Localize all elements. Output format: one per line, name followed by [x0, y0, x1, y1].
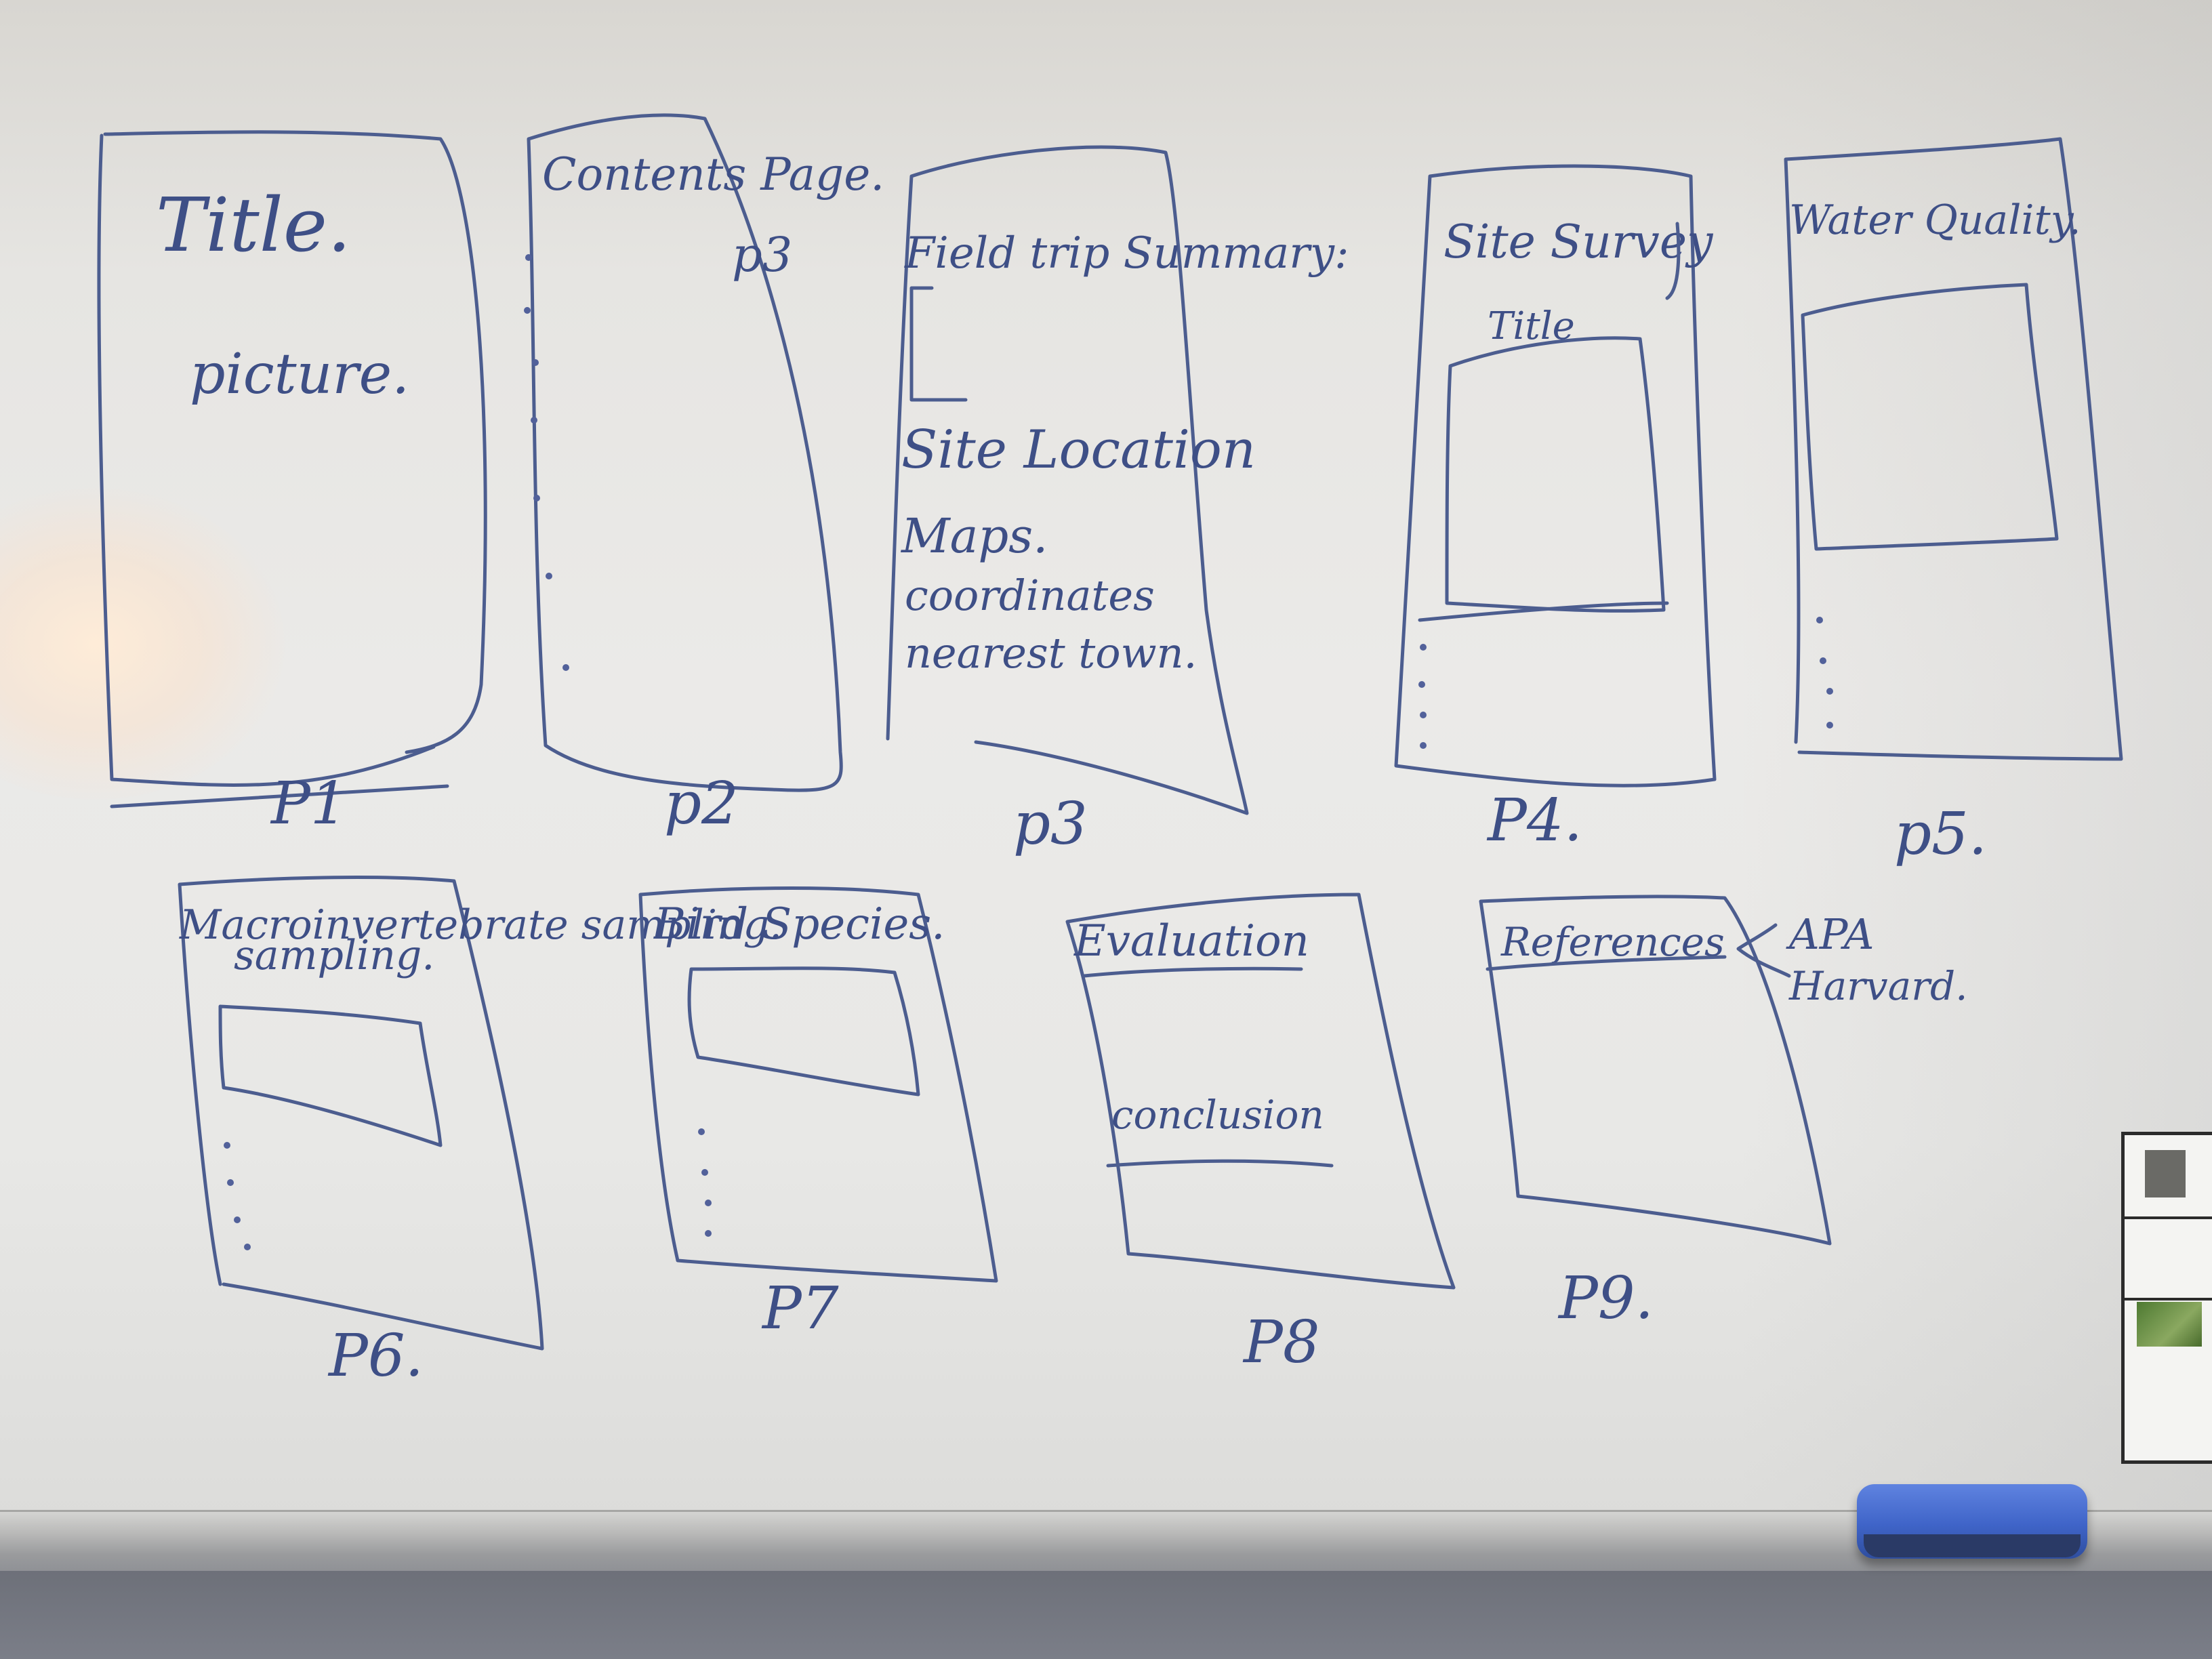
- page-heading: Evaluation: [1073, 916, 1309, 966]
- page-heading: Title.: [156, 182, 351, 268]
- page-outline: [97, 130, 487, 808]
- image-placeholder-box: [1801, 283, 2059, 551]
- page-sketch-1: Title. picture. P1: [97, 130, 487, 838]
- page-heading: Macroinvertebrate sampling.: [179, 901, 782, 949]
- whiteboard-drawing: Title. picture. P1 Contents Page. p3 p2 …: [97, 113, 2123, 1390]
- page-item: conclusion: [1111, 1092, 1324, 1138]
- eraser-felt: [1864, 1534, 2081, 1557]
- poster-photo: [2137, 1302, 2202, 1347]
- arrow-to-styles: [1736, 923, 1791, 978]
- page-sketch-9: References APA Harvard. P9.: [1479, 895, 1968, 1332]
- whiteboard: Title. picture. P1 Contents Page. p3 p2 …: [0, 0, 2212, 1523]
- page-number-label: p2: [664, 770, 739, 838]
- page-outline: [1479, 895, 1832, 1246]
- page-number-label: P9.: [1557, 1265, 1654, 1332]
- page-item: nearest town.: [905, 628, 1197, 678]
- page-item: Harvard.: [1788, 963, 1968, 1009]
- page-number-label: P4.: [1486, 787, 1582, 855]
- image-placeholder-box: [687, 966, 920, 1097]
- image-placeholder-bracket: [909, 286, 968, 402]
- page-outline: [638, 886, 998, 1283]
- page-outline: [886, 145, 1249, 815]
- whiteboard-eraser[interactable]: [1857, 1484, 2087, 1559]
- page-number-label: P6.: [327, 1322, 424, 1390]
- page-sketch-6: Macroinvertebrate sampling. sampling. P6…: [178, 876, 782, 1390]
- page-sketch-5: Water Quality. p5.: [1784, 137, 2123, 868]
- page-sketch-7: Bird Species. P7: [638, 886, 998, 1343]
- page-sketch-2: Contents Page. p3 p2: [524, 113, 884, 838]
- page-item: APA: [1786, 909, 1875, 959]
- poster-divider: [2125, 1216, 2212, 1219]
- page-number-label: p5.: [1894, 800, 1987, 868]
- poster-photo: [2145, 1150, 2186, 1197]
- page-heading: Site Survey: [1443, 216, 1714, 269]
- page-outline: [1394, 164, 1717, 787]
- page-outline: [527, 113, 843, 792]
- page-heading: Bird Species.: [653, 899, 945, 949]
- page-number-label: P8: [1242, 1309, 1320, 1376]
- marker-tray: [0, 1510, 2212, 1573]
- page-item: Site Location: [901, 419, 1256, 480]
- page-item-line-2: sampling.: [234, 932, 434, 979]
- page-heading: Field trip Summary:: [904, 228, 1349, 279]
- page-number-label: P1: [270, 770, 348, 838]
- page-sketch-4: Site Survey Title P4.: [1394, 164, 1717, 855]
- image-placeholder-box: [1445, 336, 1666, 613]
- poster: [2121, 1132, 2212, 1464]
- page-sketch-3: Field trip Summary: Site Location Maps. …: [886, 145, 1349, 858]
- page-heading: Water Quality.: [1789, 197, 2081, 244]
- page-outline: [1065, 893, 1456, 1290]
- page-item: coordinates: [905, 571, 1155, 620]
- page-outline: [178, 876, 544, 1351]
- wall: [0, 1571, 2212, 1659]
- page-number-label: p3: [1013, 790, 1088, 858]
- page-item: Maps.: [900, 508, 1048, 564]
- page-number-label: P7: [761, 1275, 839, 1343]
- page-sketch-8: Evaluation conclusion P8: [1065, 893, 1456, 1376]
- page-item: p3: [732, 227, 792, 283]
- page-heading: Contents Page.: [542, 148, 884, 201]
- poster-divider: [2125, 1298, 2212, 1300]
- page-outline: [1784, 137, 2123, 761]
- image-placeholder-box: [218, 1004, 443, 1147]
- page-item: picture.: [190, 342, 409, 407]
